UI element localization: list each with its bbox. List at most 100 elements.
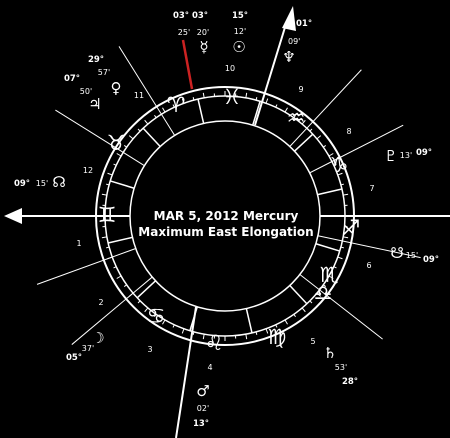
sun-icon: ☉ [232,38,245,56]
house-number: 3 [147,345,152,354]
pluto-icon: ♇ [384,147,397,165]
degree-tick [154,314,157,318]
sun-minute: 12' [234,27,246,36]
sign-divider [293,133,314,152]
mercury-icon: ☿ [199,38,208,56]
sign-taurus-icon: ♉ [107,131,126,155]
house-cusp-line [289,69,362,147]
planet-neptune: 01° 09' ♆ [282,19,312,66]
degree-tick [343,236,349,239]
neptune-minute: 09' [288,37,300,46]
house-number: 10 [225,64,235,73]
house-number: 12 [83,166,93,175]
venus-icon: ♀ [111,79,122,97]
degree-ticks [100,91,350,341]
house-cusp-line [317,235,421,259]
degree-tick [202,92,205,98]
planet-venus: 29° 57' ♀ [88,55,122,97]
aries-point-marker [181,39,194,90]
degree-tick [340,246,344,249]
jupiter-minute: 50' [80,87,92,96]
degree-tick [101,236,107,239]
neptune-degree: 01° [296,19,312,29]
north-node-minute: 15' [36,179,48,188]
degree-tick [181,328,185,334]
house-numbers: 1 2 3 4 5 6 7 8 9 10 11 12 [76,64,374,372]
sign-divider [252,101,261,126]
mercury-degree: 03° [192,11,208,21]
degree-tick [113,163,117,166]
mercury-minute: 20' [197,28,209,37]
moon-minute: 37' [82,344,94,353]
sign-divider [245,308,253,334]
sign-divider [317,188,343,196]
chart-title: MAR 5, 2012 Mercury Maximum East Elongat… [138,209,313,239]
venus-minute: 57' [98,68,110,77]
moon-icon: ☽ [91,329,104,347]
house-number: 8 [346,127,351,136]
degree-tick [162,319,166,325]
house-cusp-line [71,276,153,345]
jupiter-degree: 07° [64,74,80,84]
house-number: 7 [369,184,374,193]
house-number: 9 [298,85,303,94]
sign-sagittarius-icon: ♐ [342,216,361,240]
degree-tick [192,97,195,101]
degree-tick [107,172,113,176]
degree-tick [101,193,107,196]
sign-pisces-icon: ♓ [223,85,242,109]
sign-capricorn-icon: ♑ [330,153,349,177]
planet-south-node: ☋ 15' 09° [390,244,439,265]
sign-gemini-icon: ♊ [98,203,117,227]
house-cusp-line [309,124,404,174]
degree-tick [192,331,195,335]
planet-north-node: 09° 15' ☊ [14,173,66,191]
degree-tick [106,183,110,186]
degree-tick [128,135,134,140]
title-line-2: Maximum East Elongation [138,225,313,239]
degree-tick [340,183,344,186]
mars-degree: 13° [193,419,209,429]
degree-tick [245,334,248,340]
degree-tick [265,98,269,104]
saturn-degree: 28° [342,377,358,387]
planet-sun: 15° 12' ☉ [232,11,248,56]
ascendant-axis [4,208,450,224]
sign-scorpio-icon: ♏ [320,263,339,287]
moon-degree: 05° [66,353,82,363]
degree-tick [333,266,337,269]
sign-divider [107,236,133,244]
sign-libra-icon: ♎ [314,281,333,305]
mars-minute: 02' [197,404,209,413]
jupiter-icon: ♃ [88,95,101,113]
degree-tick [116,275,122,279]
sign-divider [315,243,340,252]
degree-tick [116,153,122,157]
degree-tick [316,135,322,140]
midheaven-arrow-icon [282,6,296,31]
north-node-icon: ☊ [52,173,65,191]
house-cusps [36,46,421,345]
sign-aquarius-icon: ♒ [287,106,306,130]
sign-leo-icon: ♌ [205,331,224,355]
degree-tick [293,314,296,318]
house-cusp-line [36,248,136,285]
title-line-1: MAR 5, 2012 Mercury [154,209,299,223]
saturn-icon: ♄ [323,344,336,362]
degree-tick [301,119,306,125]
house-number: 11 [134,91,144,100]
sign-divider [142,127,161,148]
sign-divider [289,284,308,305]
sign-cancer-icon: ♋ [147,304,166,328]
sign-divider [197,98,205,124]
aries-point-label: 03° 25' [173,11,190,37]
degree-tick [123,145,127,148]
aries-point-minute: 25' [178,28,190,37]
degree-tick [301,307,306,313]
planet-pluto: ♇ 13' 09° [384,147,432,165]
degree-tick [106,246,110,249]
sign-glyphs: ♈ ♓ ♒ ♑ ♐ ♏ ♎ ♍ ♌ ♋ ♊ ♉ [98,85,361,355]
house-number: 2 [98,298,103,307]
degree-tick [181,98,185,104]
house-number: 4 [207,363,212,372]
